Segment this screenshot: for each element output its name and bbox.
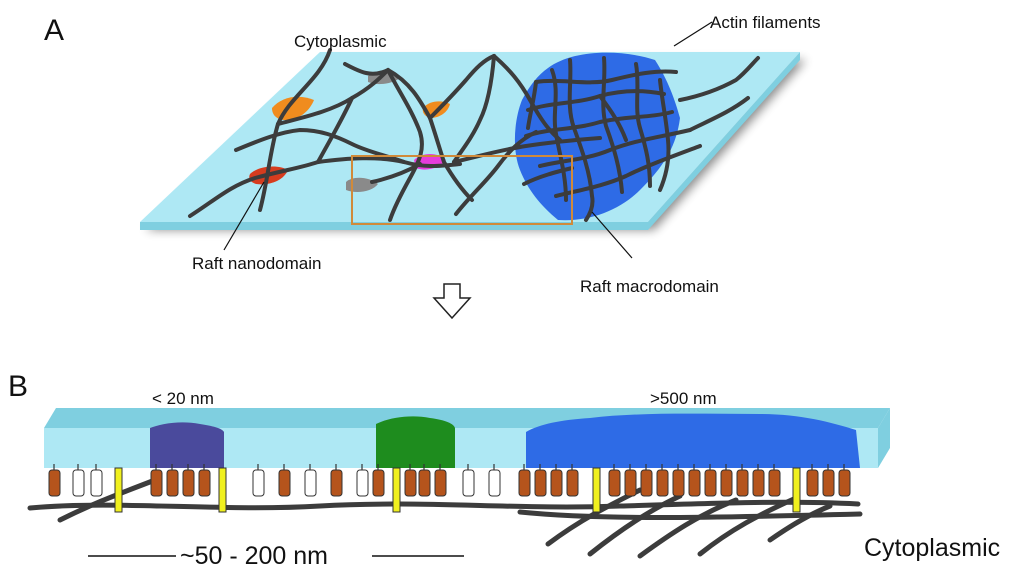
membrane-protein [418, 469, 431, 497]
membrane-protein [768, 469, 781, 497]
membrane-protein [736, 469, 749, 497]
membrane-lipid [72, 469, 85, 497]
membrane-protein [624, 469, 637, 497]
raft-macrodomain-label: Raft macrodomain [580, 277, 719, 296]
membrane-protein [672, 469, 685, 497]
panel-b-label: B [8, 370, 29, 403]
membrane-protein [608, 469, 621, 497]
raft-domain-green [376, 416, 455, 468]
membrane-protein [752, 469, 765, 497]
membrane-plane-right-edge [648, 52, 800, 230]
actin-filaments-label: Actin filaments [710, 13, 821, 32]
membrane-lipid [252, 469, 265, 497]
panel-a-label: A [44, 14, 65, 47]
membrane-protein [404, 469, 417, 497]
panel-a [140, 21, 800, 320]
gpi-anchor [392, 467, 401, 513]
raft-nanodomain-label: Raft nanodomain [192, 254, 322, 273]
panel-b [27, 408, 890, 559]
membrane-protein [806, 469, 819, 497]
patch-gray-2 [346, 177, 378, 192]
cytoplasmic-label-b: Cytoplasmic [864, 534, 1001, 562]
membrane-protein [640, 469, 653, 497]
membrane-protein [720, 469, 733, 497]
membrane-lipid [90, 469, 103, 497]
membrane-protein [704, 469, 717, 497]
membrane-protein [182, 469, 195, 497]
membrane-protein [278, 469, 291, 497]
macrodomain-leader [591, 211, 633, 259]
actin-leader [673, 21, 713, 47]
membrane-protein [566, 469, 579, 497]
size-large-label: >500 nm [650, 389, 717, 408]
membrane-protein [518, 469, 531, 497]
membrane-protein [434, 469, 447, 497]
size-small-label: < 20 nm [152, 389, 214, 408]
nanodomain-leader [223, 181, 265, 251]
membrane-protein [198, 469, 211, 497]
membrane-protein [534, 469, 547, 497]
membrane-lipid [462, 469, 475, 497]
membrane-protein [550, 469, 563, 497]
membrane-protein [838, 469, 851, 497]
membrane-protein [656, 469, 669, 497]
membrane-protein [48, 469, 61, 497]
membrane-protein [166, 469, 179, 497]
membrane-protein [688, 469, 701, 497]
membrane-lipid [356, 469, 369, 497]
cytoplasmic-label-a: Cytoplasmic [294, 32, 387, 51]
membrane-bar-right [878, 408, 890, 468]
actin-filaments-b [27, 475, 863, 559]
raft-domain-large [526, 413, 860, 468]
gpi-anchor [114, 467, 123, 513]
membrane-protein [822, 469, 835, 497]
membrane-proteins [48, 464, 851, 513]
scale-label: ~50 - 200 nm [180, 542, 329, 570]
actin-filaments [188, 48, 760, 222]
membrane-protein [330, 469, 343, 497]
gpi-anchor [218, 467, 227, 513]
gpi-anchor [792, 467, 801, 513]
raft-domain-small [150, 422, 224, 468]
membrane-protein [150, 469, 163, 497]
membrane-lipid [488, 469, 501, 497]
gpi-anchor [592, 467, 601, 513]
membrane-lipid [304, 469, 317, 497]
zoom-region-box [351, 155, 573, 225]
down-arrow-icon [432, 283, 472, 320]
membrane-protein [372, 469, 385, 497]
